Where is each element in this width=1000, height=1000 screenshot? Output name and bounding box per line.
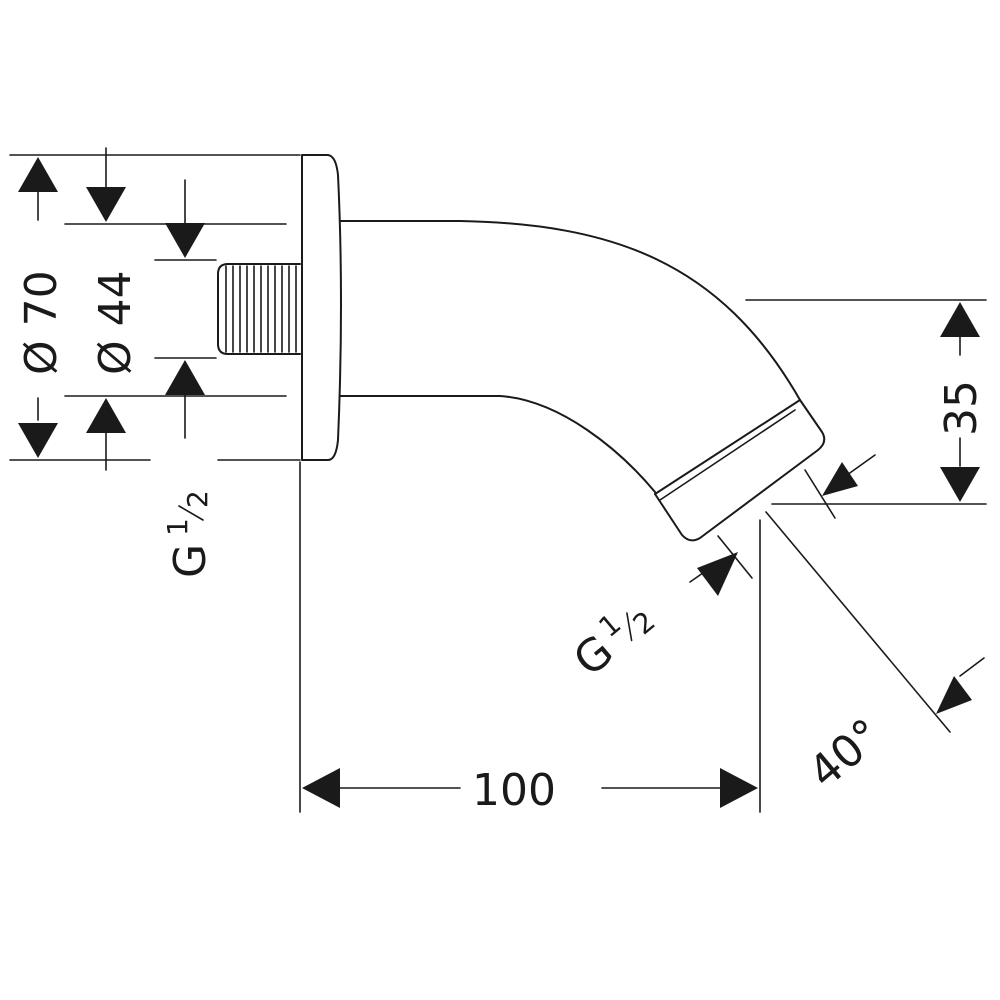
- width-dimension: [299, 461, 761, 813]
- arrow-left-icon: [302, 768, 340, 808]
- arrow-icon: [697, 552, 738, 596]
- svg-text:G: G: [165, 544, 216, 578]
- diameter-70-label: Ø 70: [16, 270, 67, 375]
- arrow-up-icon: [940, 302, 980, 337]
- arrow-up-icon: [18, 157, 58, 192]
- arrow-down-icon: [86, 187, 126, 222]
- arrow-down-icon: [940, 467, 980, 502]
- outlet-thread-label: G 1 2: [564, 604, 662, 686]
- shower-arm: [339, 220, 826, 542]
- arrow-icon: [822, 462, 858, 496]
- arrow-right-icon: [720, 768, 758, 808]
- arrow-up-icon: [86, 398, 126, 433]
- arrow-down-icon: [165, 223, 205, 258]
- svg-text:2: 2: [181, 490, 214, 508]
- arrow-icon: [936, 676, 972, 714]
- height-35-label: 35: [936, 380, 987, 436]
- svg-text:2: 2: [627, 604, 662, 641]
- width-100-label: 100: [472, 765, 556, 816]
- svg-text:1: 1: [161, 518, 194, 536]
- threaded-connector: [217, 263, 301, 355]
- angle-40-label: 40°: [799, 709, 892, 798]
- arrow-up-icon: [165, 360, 205, 395]
- left-dimension-lines: [9, 147, 301, 471]
- height-dimension: [745, 299, 987, 505]
- thread-size-label: G 1 2: [161, 490, 216, 578]
- wall-flange: [301, 154, 342, 461]
- outlet-dimension: [689, 454, 985, 733]
- diameter-44-label: Ø 44: [90, 270, 141, 375]
- arrow-down-icon: [18, 423, 58, 458]
